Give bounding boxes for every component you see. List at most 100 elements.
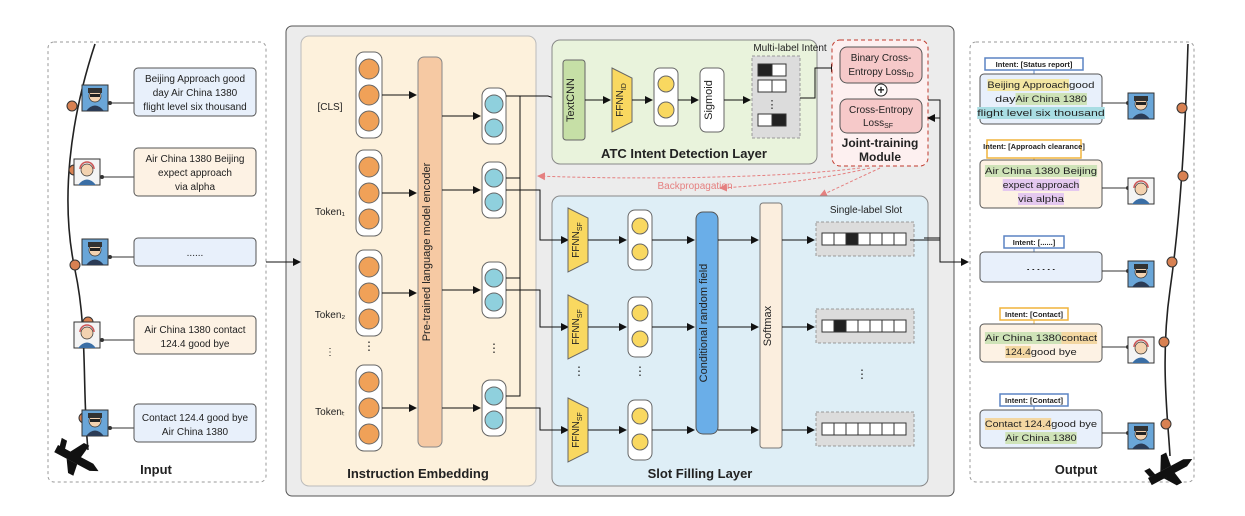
output-message-text: Air China 1380 [1005, 433, 1076, 444]
waypoint-dot [1177, 170, 1189, 182]
token-column [355, 364, 507, 452]
takeoff-plane-icon [1144, 452, 1193, 486]
ce-line1: Cross-Entropy [849, 105, 913, 116]
embedding-node [358, 308, 380, 330]
output-item: Intent: [Contact] Contact 124.4 good byeA… [979, 393, 1155, 450]
encoded-node [484, 168, 504, 188]
input-message-box [133, 147, 257, 197]
ellipsis-dots: ⋮ [856, 367, 868, 381]
output-panel [969, 41, 1195, 483]
intent-tag-label: Intent: [Status report] [996, 60, 1073, 69]
embedding-node [358, 423, 380, 445]
output-message-text: Air China 1380 Beijing [985, 166, 1097, 177]
embedding-node [358, 182, 380, 204]
softmax-block [759, 202, 783, 449]
bce-line1: Binary Cross- [851, 53, 912, 64]
output-item: Intent: [Status report]Beijing Approach … [977, 57, 1155, 125]
encoded-node [484, 192, 504, 212]
input-message-box [133, 237, 257, 267]
token-column [355, 249, 507, 337]
ce-line2: LossSF [863, 118, 893, 130]
softmax-label: Softmax [762, 305, 774, 346]
slot-node [631, 407, 649, 425]
pilot-avatar [1127, 260, 1155, 288]
intent-title: ATC Intent Detection Layer [601, 146, 767, 161]
controller-avatar [1127, 336, 1155, 364]
output-message-text: ...... [1026, 262, 1057, 273]
output-message-box [979, 251, 1103, 283]
input-message-box [133, 403, 257, 443]
token-label: Token₁ [315, 207, 346, 218]
ffnn-sf-block [567, 294, 589, 360]
intent-tag-label: Intent: [......] [1013, 238, 1056, 247]
input-message-line: Air China 1380 [162, 427, 229, 438]
input-message-box [133, 67, 257, 117]
embedding-node [358, 282, 380, 304]
output-title: Output [1055, 462, 1098, 477]
output-message-text: Beijing Approach [987, 80, 1069, 91]
sigmoid-label: Sigmoid [703, 80, 715, 120]
controller-avatar [73, 158, 101, 186]
output-message-text: good [1069, 80, 1095, 91]
slot-highlight [1002, 179, 1080, 191]
slot-node [631, 304, 649, 322]
intent-node [657, 101, 675, 119]
input-message-line: expect approach [158, 168, 232, 179]
intent-node [657, 75, 675, 93]
intent-tag-label: Intent: [Approach clearance] [983, 142, 1085, 151]
slot-highlight [987, 79, 1070, 91]
joint-title-line1: Joint-training [842, 136, 919, 150]
ffnn-sf-label: FFNNSF [571, 309, 584, 345]
output-message-text: via alpha [1018, 194, 1065, 205]
pilot-avatar [81, 84, 109, 112]
waypoint-dot [66, 100, 78, 112]
slot-highlight [984, 332, 1062, 344]
multi-label-dots: ⋮ [767, 99, 778, 111]
output-message-text: Air China 1380 [985, 333, 1062, 344]
slot-highlight [984, 418, 1052, 430]
encoded-node [484, 292, 504, 312]
backprop-label: Backpropagation [657, 181, 732, 192]
encoded-node [484, 268, 504, 288]
token-label: Tokenₜ [315, 407, 345, 418]
ce-loss-box [839, 98, 923, 134]
input-message-line: via alpha [175, 182, 215, 193]
output-message-text: flight level six thousand [977, 108, 1105, 119]
slot-node [631, 330, 649, 348]
encoder-label: Pre-trained language model encoder [421, 162, 433, 341]
output-message-text: good bye [1051, 419, 1097, 430]
intent-tag-label: Intent: [Contact] [1005, 310, 1063, 319]
controller-avatar [73, 321, 101, 349]
slot-node [631, 217, 649, 235]
embedding-node [358, 110, 380, 132]
output-item: Intent: [Contact]Air China 1380 contact1… [979, 307, 1155, 364]
token-column [355, 149, 507, 237]
ellipsis-dots: ⋮ [634, 364, 646, 378]
embedding-node [358, 58, 380, 80]
input-message: ...... [81, 237, 257, 267]
input-message: Air China 1380 Beijing expect approach via… [73, 147, 257, 197]
ellipsis-dots: ⋮ [363, 339, 375, 353]
output-message-text: Contact 124.4 [985, 419, 1051, 430]
input-message-line: Air China 1380 Beijing [146, 154, 245, 165]
token-label: [CLS] [317, 102, 342, 113]
slot-row: FFNNSF [506, 289, 915, 360]
input-message-line: ...... [187, 248, 204, 259]
ffnn-sf-block [567, 207, 589, 273]
intent-tag-label: Intent: [Contact] [1005, 396, 1063, 405]
waypoint-dot [1158, 336, 1170, 348]
multi-label-title: Multi-label Intent [753, 43, 827, 54]
slot-highlight [984, 165, 1098, 177]
controller-avatar [1127, 177, 1155, 205]
encoded-node [484, 410, 504, 430]
output-message-text: Air China 1380 [1016, 94, 1087, 105]
joint-title-line2: Module [859, 150, 901, 164]
waypoint-dot [69, 259, 81, 271]
textcnn-label: TextCNN [565, 78, 577, 122]
input-message-line: day Air China 1380 [153, 88, 238, 99]
bce-loss-box [839, 46, 923, 84]
waypoint-dot [1160, 418, 1172, 430]
slot-highlight [1061, 332, 1098, 344]
plus-circle [874, 83, 888, 97]
